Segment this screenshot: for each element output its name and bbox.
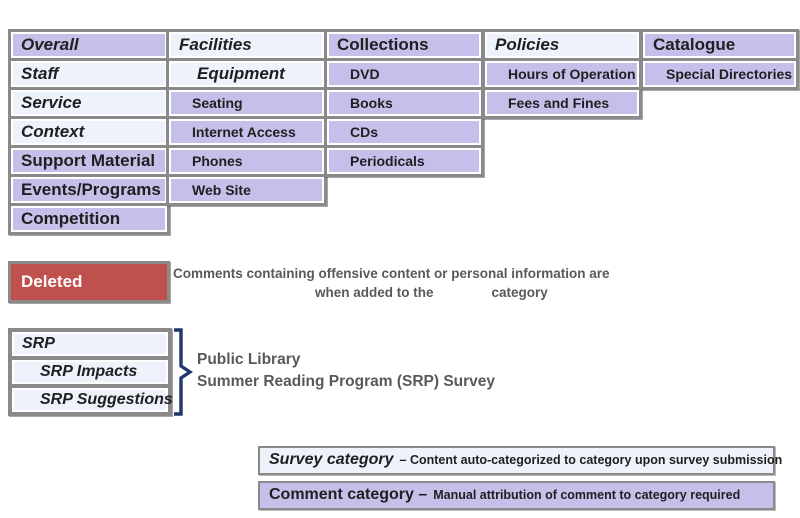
cell-srp-impacts: SRP Impacts (12, 360, 168, 384)
cell-special-directories: Special Directories (643, 61, 796, 87)
cell-events-programs: Events/Programs (11, 177, 167, 203)
cell-srp: SRP (12, 332, 168, 356)
cell-support-material: Support Material (11, 148, 167, 174)
cell-fees-and-fines: Fees and Fines (485, 90, 639, 116)
cell-catalogue: Catalogue (643, 32, 796, 58)
cell-web-site: Web Site (169, 177, 324, 203)
deleted-note-line2: when added to the category (315, 285, 548, 300)
cell-dvd: DVD (327, 61, 481, 87)
legend-term: Comment category – (269, 486, 428, 503)
cell-seating: Seating (169, 90, 324, 116)
legend-description: – Content auto-categorized to category u… (399, 453, 783, 467)
cell-staff: Staff (11, 61, 167, 87)
cell-overall: Overall (11, 32, 167, 58)
cell-periodicals: Periodicals (327, 148, 481, 174)
legend: Survey category – Content auto-categorize… (258, 446, 782, 516)
cell-competition: Competition (11, 206, 167, 232)
deleted-note-line1: Comments containing offensive content or… (173, 266, 610, 281)
legend-comment-category: Comment category – Manual attribution of … (258, 481, 775, 510)
cell-equipment: Equipment (169, 61, 324, 87)
deleted-note-line2-end: category (491, 285, 548, 300)
cell-phones: Phones (169, 148, 324, 174)
cell-collections: Collections (327, 32, 481, 58)
cell-service: Service (11, 90, 167, 116)
deleted-category-box: Deleted (8, 261, 170, 303)
cell-internet-access: Internet Access (169, 119, 324, 145)
legend-description: Manual attribution of comment to categor… (433, 488, 741, 502)
srp-caption-line2: Summer Reading Program (SRP) Survey (197, 373, 496, 390)
deleted-label: Deleted (21, 272, 83, 291)
legend-term: Survey category (269, 451, 394, 468)
cell-context: Context (11, 119, 167, 145)
cell-books: Books (327, 90, 481, 116)
cell-srp-suggestions: SRP Suggestions (12, 388, 173, 412)
cell-facilities: Facilities (169, 32, 324, 58)
cell-cds: CDs (327, 119, 481, 145)
srp-caption-line1: Public Library (197, 351, 301, 368)
deleted-note-line2-start: when added to the (315, 285, 434, 300)
cell-hours-of-operation: Hours of Operation (485, 61, 639, 87)
cell-policies: Policies (485, 32, 639, 58)
legend-survey-category: Survey category – Content auto-categorize… (258, 446, 782, 475)
srp-bracket-icon (174, 328, 193, 416)
